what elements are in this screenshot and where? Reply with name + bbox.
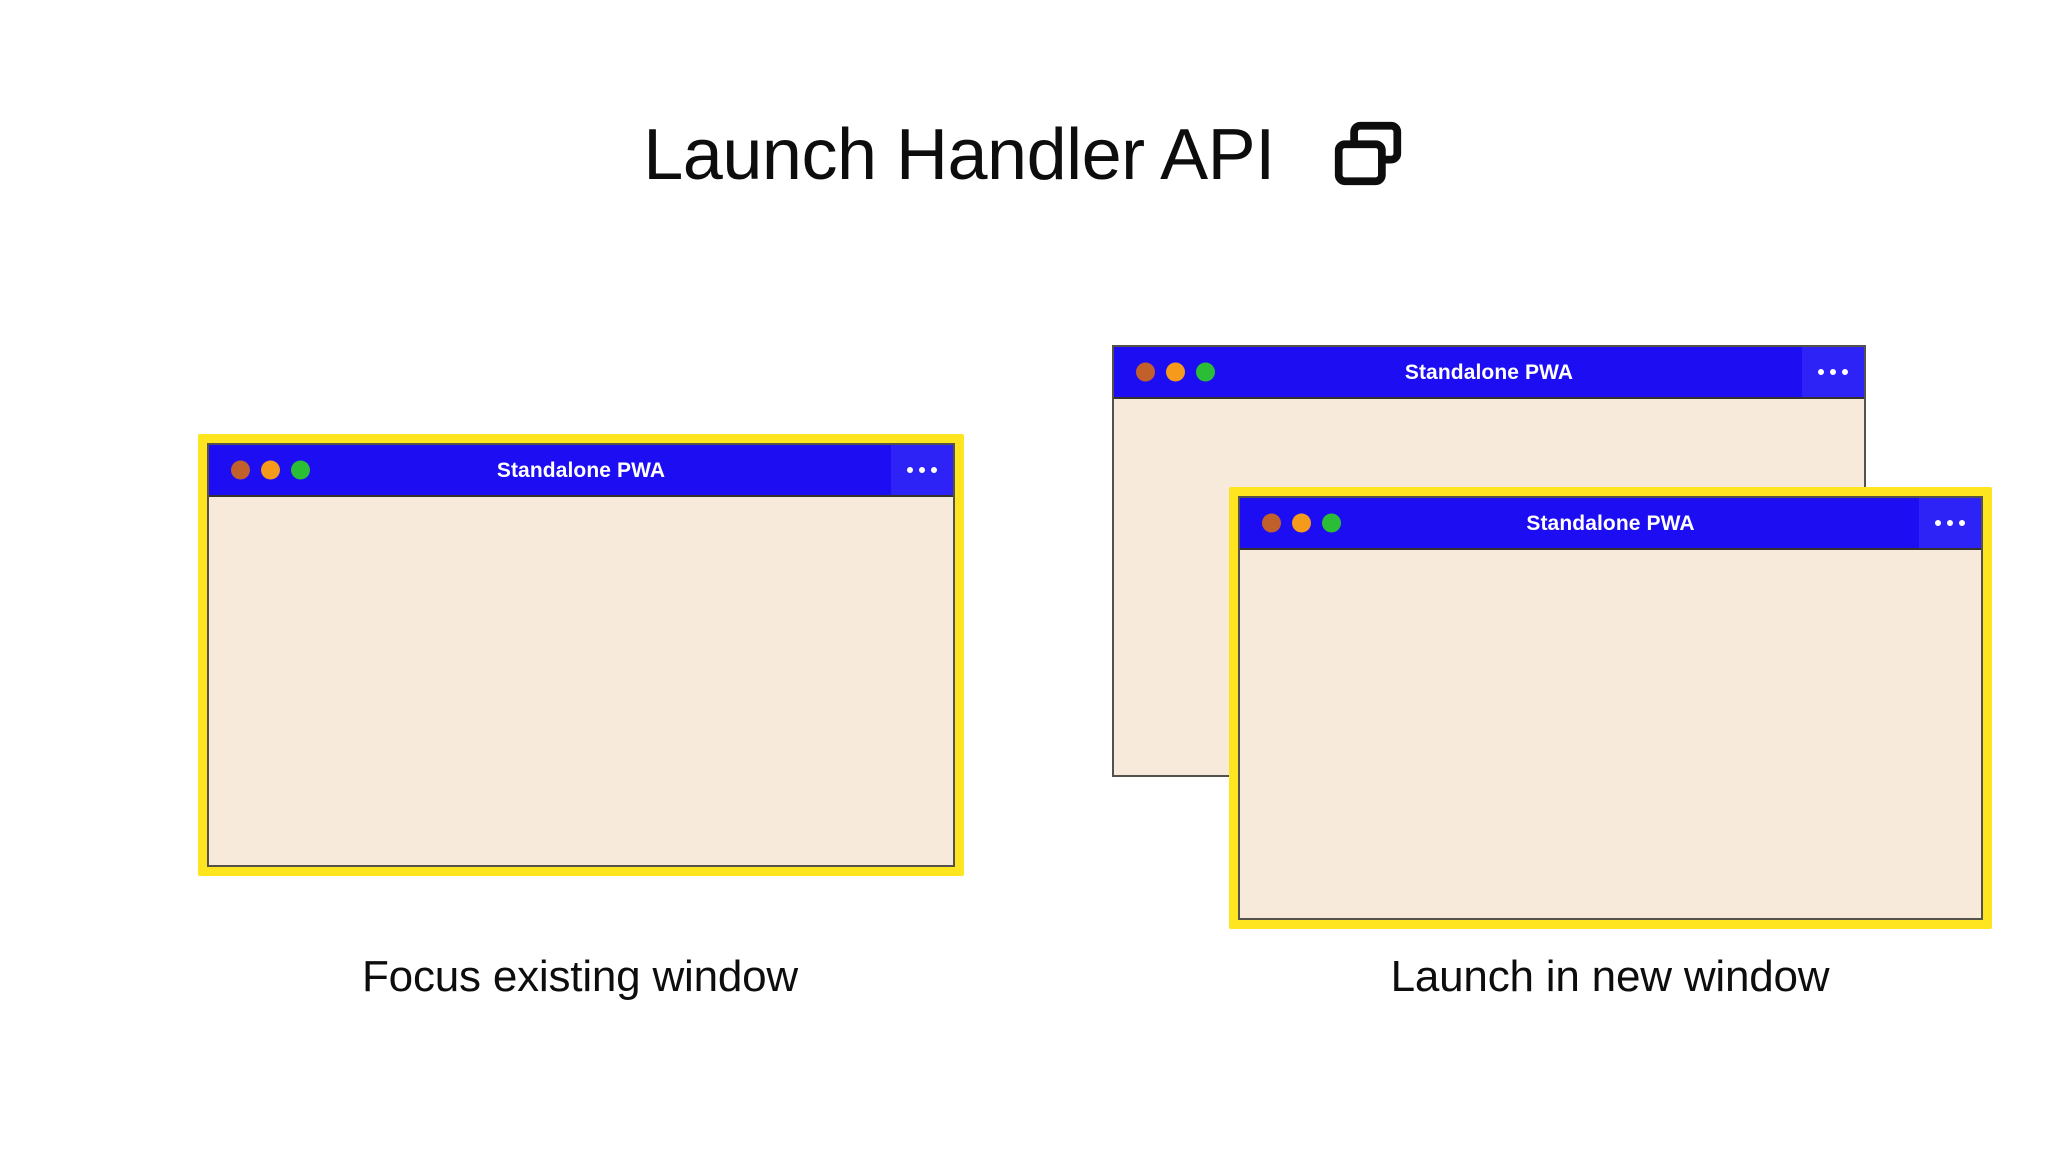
menu-dot-3 [1842,369,1848,375]
window-content-area [209,497,953,865]
close-dot-icon[interactable] [1136,362,1155,382]
window-title: Standalone PWA [1526,511,1695,535]
window-frame: Standalone PWA [207,443,955,867]
minimize-dot-icon[interactable] [261,460,280,480]
minimize-dot-icon[interactable] [1292,513,1311,533]
window-traffic-lights [1262,513,1341,533]
close-dot-icon[interactable] [231,460,250,480]
multi-window-icon [1334,121,1401,186]
minimize-dot-icon[interactable] [1166,362,1185,382]
menu-dot-3 [1959,520,1965,526]
window-titlebar[interactable]: Standalone PWA [1114,347,1864,399]
window-title: Standalone PWA [1404,360,1574,384]
close-dot-icon[interactable] [1262,513,1281,533]
pwa-window-focus-existing[interactable]: Standalone PWA [198,434,964,876]
pwa-window-new[interactable]: Standalone PWA [1229,487,1992,929]
window-traffic-lights [1136,362,1215,382]
menu-dot-1 [1818,369,1824,375]
more-options-icon[interactable] [1919,498,1981,548]
window-titlebar[interactable]: Standalone PWA [1240,498,1981,550]
maximize-dot-icon[interactable] [291,460,310,480]
maximize-dot-icon[interactable] [1196,362,1215,382]
menu-dot-3 [931,467,937,473]
window-title: Standalone PWA [496,458,666,482]
maximize-dot-icon[interactable] [1322,513,1341,533]
more-options-icon[interactable] [891,445,953,495]
menu-dot-2 [1947,520,1953,526]
menu-dot-2 [1830,369,1836,375]
page-title: Launch Handler API [643,115,1275,195]
window-frame: Standalone PWA [1238,496,1983,920]
more-options-icon[interactable] [1802,347,1864,397]
window-content-area [1240,550,1981,918]
menu-dot-1 [907,467,913,473]
menu-dot-1 [1935,520,1941,526]
window-titlebar[interactable]: Standalone PWA [209,445,953,497]
window-traffic-lights [231,460,310,480]
page-header: Launch Handler API [0,118,2048,192]
menu-dot-2 [919,467,925,473]
caption-launch-in-new-window: Launch in new window [1390,952,1830,1001]
caption-focus-existing-window: Focus existing window [362,952,798,1001]
